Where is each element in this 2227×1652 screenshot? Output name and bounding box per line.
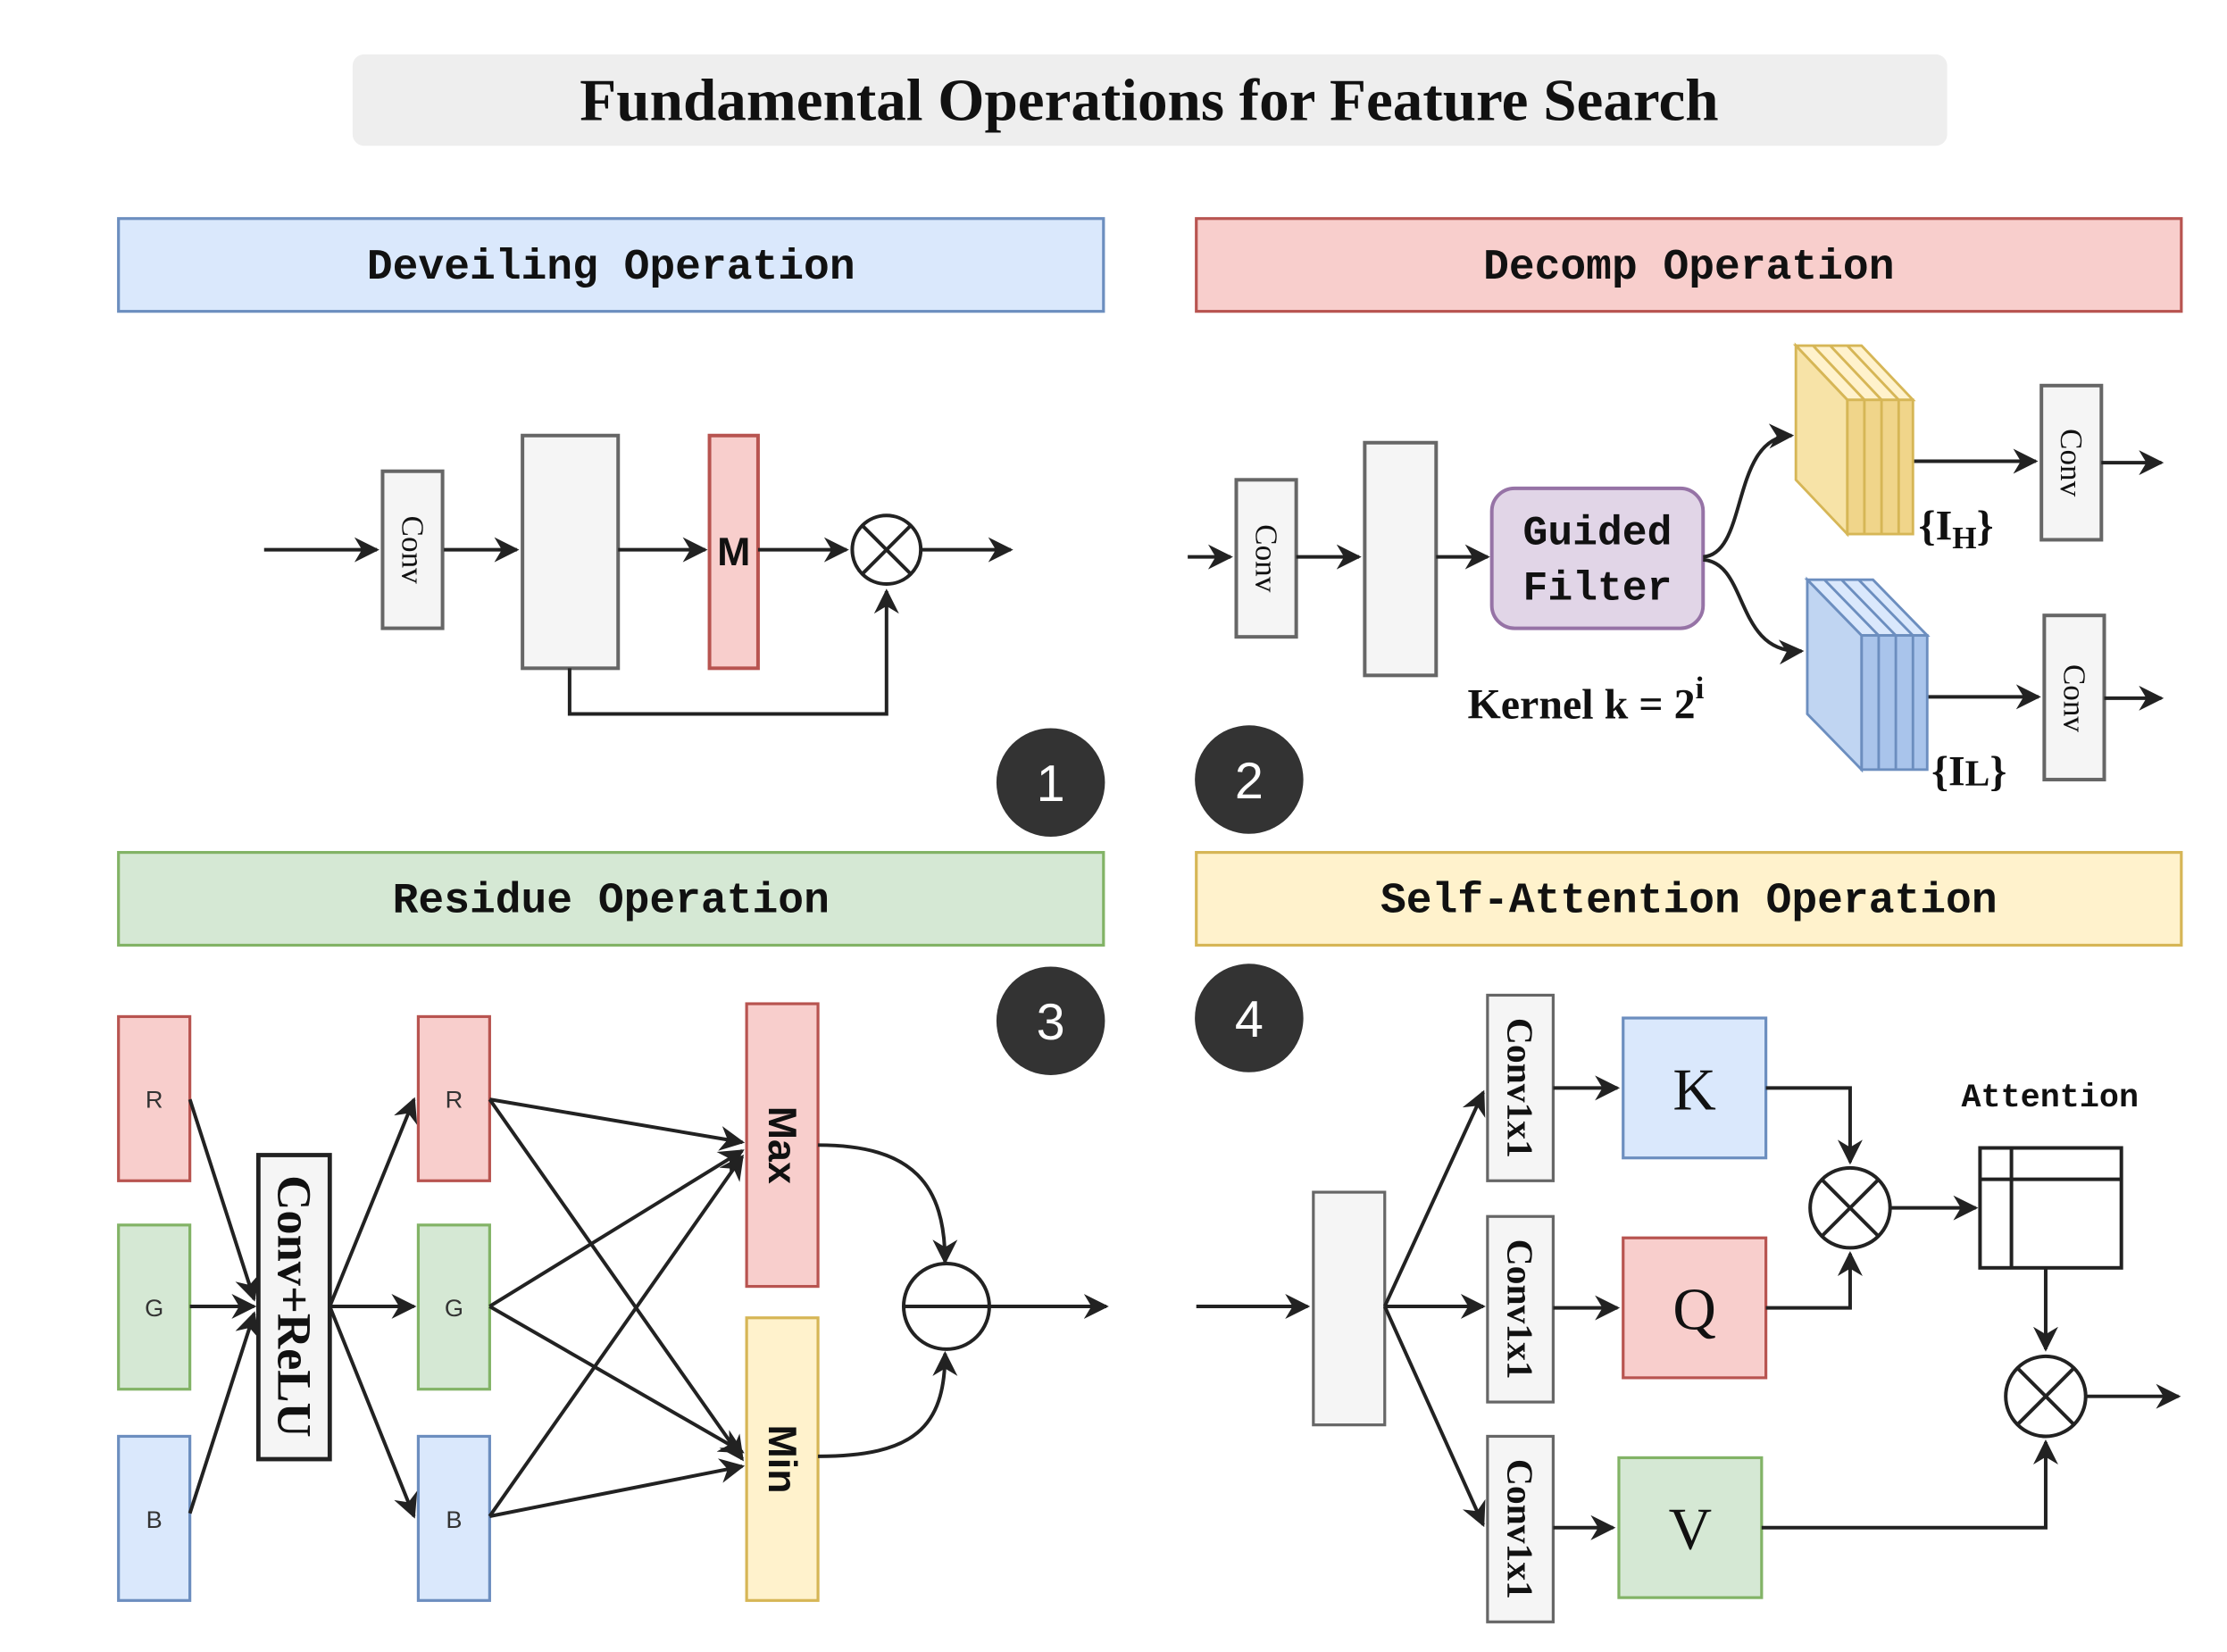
attention-connections (1196, 1075, 2181, 1540)
decomp-conv-low-label: Conv (2056, 664, 2091, 733)
deveiling-mask-block (707, 433, 760, 671)
max-block (745, 1002, 820, 1289)
output-g-block (416, 1223, 491, 1391)
v-label: V (1669, 1496, 1712, 1563)
decomp-header: Decomp Operation (1195, 217, 2183, 313)
guided-filter-line1: Guided (1523, 509, 1672, 556)
residue-connections (188, 1097, 1109, 1519)
conv1x1-q-label: Conv1x1 (1500, 1239, 1541, 1380)
q-block (1622, 1236, 1768, 1380)
decomp-conv-low (2042, 613, 2106, 782)
attention-header: Self-Attention Operation (1195, 850, 2183, 947)
decomp-feature-block (1363, 440, 1439, 678)
output-g-label: G (445, 1294, 463, 1322)
conv1x1-v-label: Conv1x1 (1500, 1459, 1541, 1599)
deveiling-mask-label: M (717, 530, 750, 574)
attention-header-label: Self-Attention Operation (1380, 878, 1998, 926)
attention-label: Attention (1961, 1080, 2139, 1117)
decomp-conv-label: Conv (1249, 524, 1284, 593)
output-b-block (416, 1434, 491, 1602)
conv1x1-k-label: Conv1x1 (1500, 1018, 1541, 1158)
max-label: Max (760, 1106, 805, 1184)
output-r-label: R (446, 1086, 463, 1114)
badge-3: 3 (996, 966, 1105, 1075)
min-label: Min (760, 1425, 805, 1494)
deveiling-diagram (263, 433, 1013, 716)
residue-diagram (117, 1002, 820, 1602)
min-block (745, 1316, 820, 1602)
guided-filter-block (1489, 486, 1706, 630)
v-block (1617, 1456, 1764, 1599)
conv-relu-block (255, 1153, 332, 1462)
figure-title: Fundamental Operations for Feature Searc… (580, 66, 1718, 133)
attention-diagram (1312, 993, 1768, 1623)
deveiling-feature-block (521, 433, 621, 671)
input-g-label: G (145, 1294, 163, 1322)
badge-4: 4 (1195, 964, 1304, 1072)
badge-1: 1 (996, 728, 1105, 837)
svg-text:4: 4 (1235, 991, 1264, 1048)
deveiling-conv-label: Conv (396, 516, 430, 585)
decomp-conv-block (1234, 478, 1298, 639)
high-frequency-stack (1792, 342, 1916, 538)
high-frequency-label: {IH} (1919, 502, 1994, 555)
svg-text:1: 1 (1037, 755, 1065, 813)
deveiling-header-label: Deveiling Operation (367, 244, 855, 292)
low-frequency-stack (1804, 576, 1931, 773)
k-label: K (1672, 1055, 1715, 1122)
input-r-block (117, 1014, 192, 1182)
deveiling-conv-block (380, 469, 445, 630)
kernel-label: Kernel k = 2i (1467, 671, 1704, 728)
input-r-label: R (146, 1086, 163, 1114)
conv-relu-label: Conv+ReLU (267, 1175, 321, 1438)
conv1x1-v-block (1486, 1434, 1556, 1623)
residue-header: Residue Operation (117, 850, 1105, 947)
attention-matrix-icon (1978, 1146, 2123, 1270)
decomp-conv-high-label: Conv (2054, 429, 2089, 497)
residue-header-label: Residue Operation (393, 878, 830, 926)
output-r-block (416, 1014, 491, 1182)
input-b-block (117, 1434, 192, 1602)
decomp-header-label: Decomp Operation (1483, 244, 1894, 292)
q-label: Q (1672, 1276, 1715, 1343)
svg-text:2: 2 (1235, 753, 1264, 810)
decomp-diagram (1188, 383, 2164, 782)
deveiling-header: Deveiling Operation (117, 217, 1105, 313)
svg-text:3: 3 (1037, 994, 1065, 1051)
k-block (1622, 1016, 1768, 1160)
low-frequency-label: {IL} (1931, 747, 2006, 795)
title-banner: Fundamental Operations for Feature Searc… (352, 54, 1948, 146)
badge-2: 2 (1195, 725, 1304, 834)
input-b-label: B (146, 1506, 163, 1533)
output-b-label: B (446, 1506, 462, 1533)
attention-feature-block (1312, 1190, 1387, 1427)
guided-filter-line2: Filter (1523, 565, 1672, 613)
